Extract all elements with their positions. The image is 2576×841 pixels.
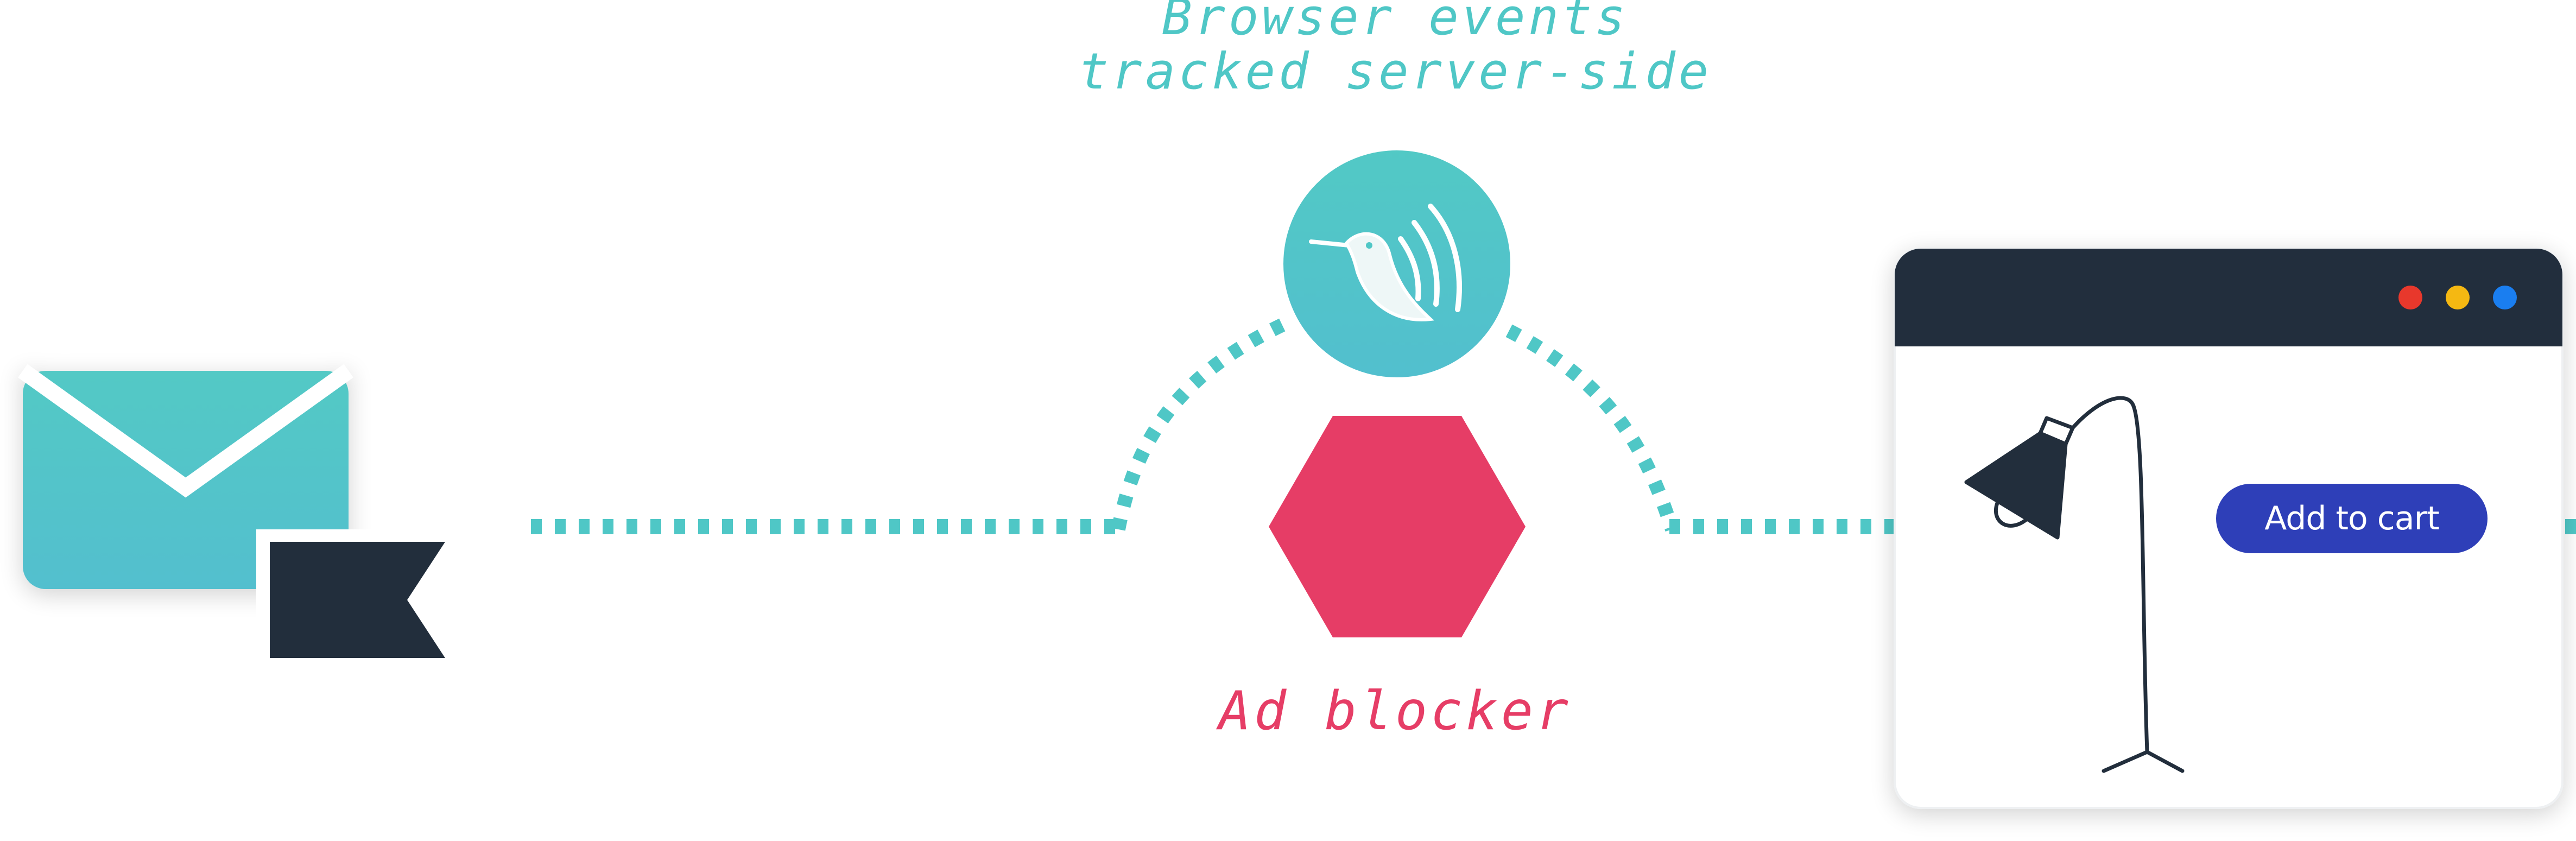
- connector-arc: [1111, 314, 1679, 532]
- server-side-caption-line2: tracked server-side: [1078, 42, 1712, 100]
- floor-lamp-icon: [1964, 396, 2185, 773]
- window-maximize-dot[interactable]: [2493, 286, 2517, 309]
- hexagon-icon: [1269, 416, 1526, 637]
- blocker-caption: Ad blocker: [1218, 680, 1572, 742]
- server-side-caption-line1: Browser events: [1162, 0, 1629, 46]
- server-side-caption: Browser events tracked server-side: [988, 0, 1802, 99]
- hummingbird-icon: [1276, 143, 1518, 385]
- window-close-dot[interactable]: [2398, 286, 2422, 309]
- window-minimize-dot[interactable]: [2446, 286, 2470, 309]
- flag-icon: [256, 529, 452, 668]
- add-to-cart-button[interactable]: Add to cart: [2216, 484, 2488, 553]
